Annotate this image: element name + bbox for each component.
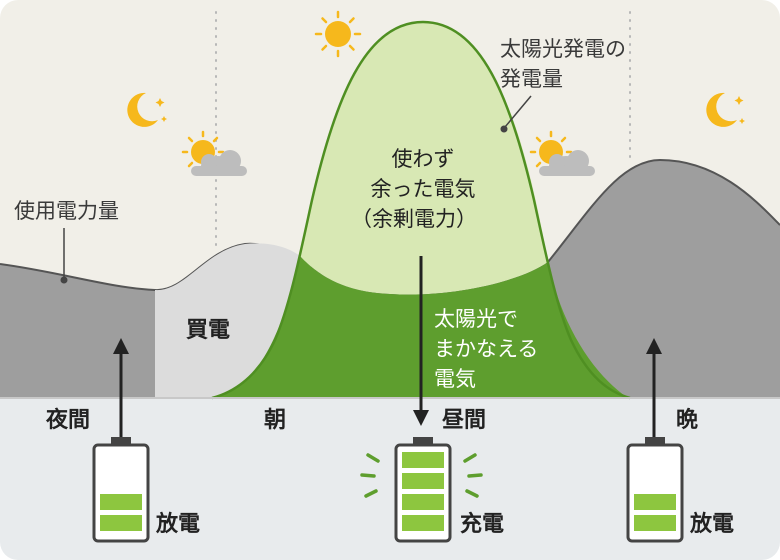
covered-label-line2: まかなえる: [434, 337, 538, 361]
discharge-left-label: 放電: [155, 511, 200, 537]
battery-icon: [92, 437, 150, 543]
battery-icon: [626, 437, 684, 543]
cloud-icon: [191, 150, 247, 176]
surplus-label-line3: （余剰電力）: [351, 207, 477, 231]
arrow-down-icon: [413, 256, 429, 426]
solar-label-line1: 太陽光発電の: [500, 37, 626, 61]
buy-label: 買電: [186, 318, 230, 343]
evening-label: 晩: [676, 408, 698, 433]
daytime-label: 昼間: [442, 408, 486, 433]
surplus-label-line2: 余った電気: [371, 177, 476, 201]
covered-label-line1: 太陽光で: [434, 307, 518, 331]
moon-icon: [706, 92, 745, 127]
usage-label: 使用電力量: [14, 199, 119, 223]
sun-cloud-icon: [529, 130, 595, 176]
arrow-up-icon: [646, 338, 662, 440]
solar-leader-line: [504, 95, 532, 128]
sun-icon: [314, 10, 362, 58]
surplus-area: [300, 22, 548, 295]
moon-icon: [127, 92, 167, 127]
surplus-label-line1: 使わず: [392, 147, 455, 171]
discharge-right-label: 放電: [689, 511, 734, 537]
night-label: 夜間: [45, 407, 90, 433]
battery-icon: [394, 437, 452, 543]
sun-cloud-icon: [181, 130, 247, 176]
solar-label-line2: 発電量: [500, 67, 563, 91]
solar-leader-dot: [500, 125, 508, 133]
buy-area: [155, 243, 300, 398]
solar-generation-line: [211, 20, 631, 400]
cloud-icon: [539, 150, 595, 176]
arrow-up-icon: [113, 338, 129, 440]
usage-leader-dot: [60, 276, 68, 284]
charging-glow-icon: [360, 453, 483, 498]
charge-label: 充電: [460, 511, 504, 537]
covered-label-line3: 電気: [434, 367, 476, 391]
morning-label: 朝: [264, 407, 286, 433]
